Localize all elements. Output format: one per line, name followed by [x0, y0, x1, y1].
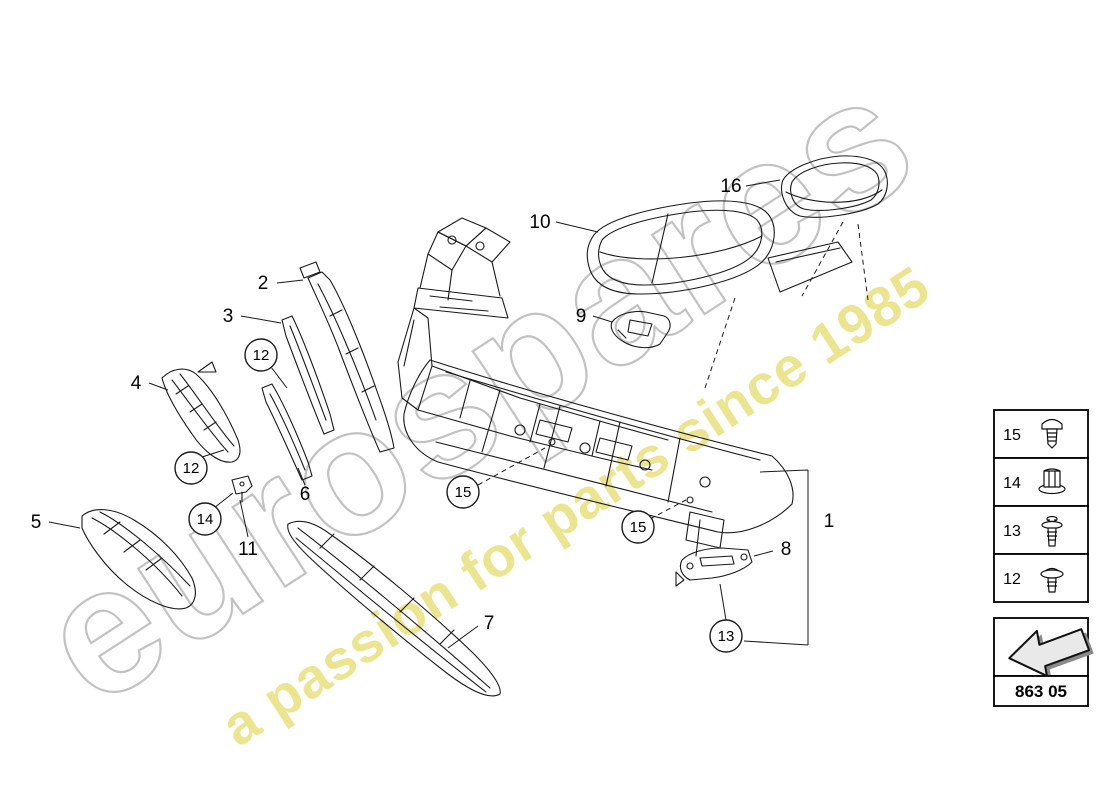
callout-8[interactable]: 8 [781, 539, 792, 560]
legend-row-14[interactable]: 14 [993, 457, 1089, 507]
callout-12-b[interactable]: 12 [174, 451, 208, 485]
legend-row-15[interactable]: 15 [993, 409, 1089, 459]
part-code-label: 863 05 [1015, 682, 1067, 701]
callout-10[interactable]: 10 [529, 212, 550, 233]
part-drawing-quarter-trim-4 [161, 361, 241, 463]
part-drawing-sill-trim-5 [81, 509, 196, 610]
part-drawing-tunnel-frame [397, 217, 794, 557]
part-drawing-strip-6 [261, 383, 313, 481]
callout-15-a-label: 15 [455, 484, 472, 501]
callout-4[interactable]: 4 [131, 373, 142, 394]
callout-9[interactable]: 9 [576, 306, 587, 327]
legend-row-15-label: 15 [1003, 427, 1021, 444]
callout-13[interactable]: 13 [709, 619, 743, 653]
part-drawing-bracket-9 [610, 310, 671, 349]
callout-2[interactable]: 2 [258, 273, 269, 294]
part-code-tile[interactable]: 863 05 [993, 617, 1097, 707]
callouts-plain: 10 16 9 2 3 4 5 6 7 11 8 1 [31, 176, 835, 634]
legend-row-12-label: 12 [1003, 571, 1021, 588]
callout-3[interactable]: 3 [223, 306, 234, 327]
legend-row-14-label: 14 [1003, 475, 1021, 492]
part-drawing-clip-11 [231, 475, 253, 503]
callout-15-a[interactable]: 15 [446, 475, 480, 509]
callout-5[interactable]: 5 [31, 512, 42, 533]
flange-nut-icon [1038, 468, 1066, 495]
callouts-circled: 12 12 14 15 15 13 [174, 338, 743, 653]
leader-lines [48, 179, 869, 649]
part-drawing-pillar-trim-2 [299, 261, 395, 453]
callout-7[interactable]: 7 [484, 613, 495, 634]
washer-head-screw-icon [1040, 567, 1064, 593]
callout-6[interactable]: 6 [300, 484, 311, 505]
part-drawing-door-sill-trim-7 [287, 520, 501, 697]
callout-12-a[interactable]: 12 [244, 338, 278, 372]
callout-13-label: 13 [718, 628, 735, 645]
callout-16[interactable]: 16 [720, 176, 741, 197]
fastener-legend: 15 14 13 [993, 409, 1089, 603]
callout-15-b[interactable]: 15 [621, 510, 655, 544]
legend-row-13-label: 13 [1003, 523, 1021, 540]
legend-row-13[interactable]: 13 [993, 505, 1089, 555]
part-drawing-armrest-pad [586, 200, 853, 295]
back-arrow-icon [1008, 628, 1094, 680]
callout-12-a-label: 12 [253, 347, 270, 364]
part-drawing-bracket-8 [675, 547, 753, 587]
callout-1[interactable]: 1 [824, 511, 835, 532]
watermark: eurospares a passion for parts since 198… [6, 34, 948, 758]
expander-rivet-icon [1041, 515, 1063, 547]
callout-12-b-label: 12 [183, 460, 200, 477]
callout-14[interactable]: 14 [188, 502, 222, 536]
part-drawing-strip-3 [281, 315, 335, 435]
callout-15-b-label: 15 [630, 519, 647, 536]
callout-11[interactable]: 11 [238, 539, 258, 560]
part-drawing-rear-pad [781, 155, 888, 218]
torx-screw-icon [1041, 418, 1063, 449]
legend-row-12[interactable]: 12 [993, 553, 1089, 603]
callout-14-label: 14 [197, 511, 214, 528]
